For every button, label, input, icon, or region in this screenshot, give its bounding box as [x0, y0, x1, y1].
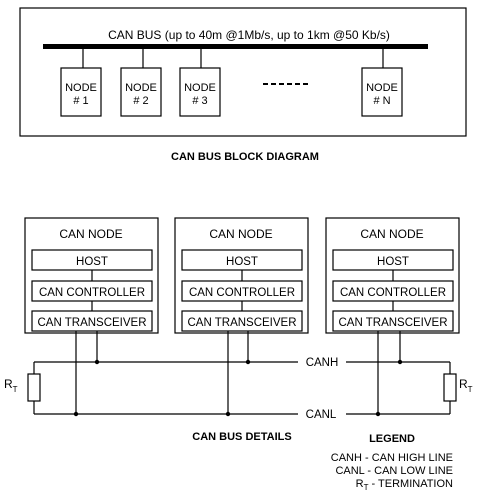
node-n-label-line2: # N [373, 95, 390, 107]
can-node-2-transceiver-box [181, 310, 303, 332]
node-3-label-line2: # 3 [192, 95, 207, 107]
block-diagram-frame [19, 7, 467, 137]
block-diagram-caption: CAN BUS BLOCK DIAGRAM [171, 151, 319, 163]
can-node-3-controller: CAN CONTROLLER [340, 287, 446, 299]
node-2-label-line2: # 2 [133, 95, 148, 107]
legend-item-canl: CANL - CAN LOW LINE [335, 465, 453, 477]
canh-label: CANH [306, 357, 339, 369]
can-node-1-controller: CAN CONTROLLER [39, 287, 145, 299]
node-n: NODE # N [361, 49, 403, 117]
resistor-right-body [443, 373, 457, 402]
node-2-box [120, 67, 162, 117]
node-3-label-line1: NODE [184, 82, 216, 94]
can-node-1-title: CAN NODE [59, 227, 122, 241]
can-node-2-controller: CAN CONTROLLER [189, 287, 295, 299]
legend-item-canh: CANH - CAN HIGH LINE [331, 452, 453, 464]
termination-resistor-right: RT [443, 362, 473, 414]
node-1: NODE # 1 [60, 49, 102, 117]
can-node-2-host: HOST [226, 256, 258, 268]
node-1-label-line2: # 1 [73, 95, 88, 107]
can-node-1-transceiver-box [31, 310, 153, 332]
can-node-2-transceiver: CAN TRANSCEIVER [187, 317, 296, 329]
resistor-left-body [27, 373, 41, 402]
can-node-1-transceiver: CAN TRANSCEIVER [37, 317, 146, 329]
can-node-3-host: HOST [377, 256, 409, 268]
can-node-1: CAN NODE HOST CAN CONTROLLER CAN TRANSCE… [24, 217, 159, 334]
can-node-1-host: HOST [76, 256, 108, 268]
can-node-3-title: CAN NODE [360, 227, 423, 241]
legend-item-termination: RT - TERMINATION [356, 478, 453, 492]
details-caption: CAN BUS DETAILS [192, 431, 291, 443]
can-bus-line [43, 44, 428, 49]
drop-wires [75, 331, 401, 414]
legend-title: LEGEND [369, 433, 415, 445]
can-node-2-title: CAN NODE [209, 227, 272, 241]
node-1-label-line1: NODE [65, 82, 97, 94]
can-node-3-frame [325, 217, 460, 334]
can-node-2-frame [174, 217, 309, 334]
termination-resistor-left: RT [4, 362, 41, 414]
node-n-box [361, 67, 403, 117]
bus-label: CAN BUS (up to 40m @1Mb/s, up to 1km @50… [108, 28, 390, 42]
can-node-2: CAN NODE HOST CAN CONTROLLER CAN TRANSCE… [174, 217, 309, 334]
node-n-label-line1: NODE [366, 82, 398, 94]
can-node-3-transceiver: CAN TRANSCEIVER [338, 317, 447, 329]
resistor-left-label: RT [4, 377, 18, 394]
node-3-box [179, 67, 221, 117]
node-2-label-line1: NODE [125, 82, 157, 94]
can-node-3-transceiver-box [332, 310, 454, 332]
node-3: NODE # 3 [179, 49, 221, 117]
resistor-right-label: RT [459, 377, 473, 394]
canl-label: CANL [306, 409, 337, 421]
node-2: NODE # 2 [120, 49, 162, 117]
node-1-box [60, 67, 102, 117]
can-node-3: CAN NODE HOST CAN CONTROLLER CAN TRANSCE… [325, 217, 460, 334]
junction-dots [73, 359, 403, 417]
can-node-1-frame [24, 217, 159, 334]
